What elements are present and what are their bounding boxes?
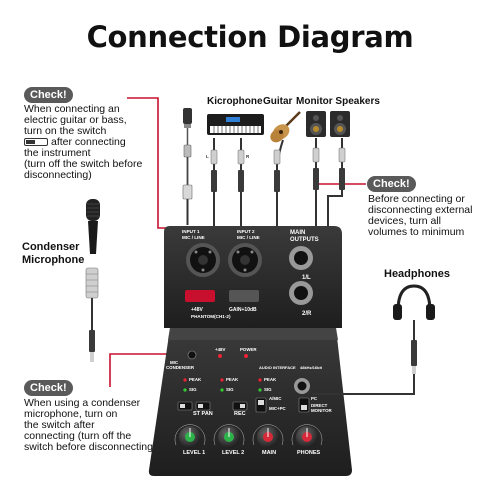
svg-text:LEVEL 1: LEVEL 1 [183, 450, 205, 456]
input2-jack[interactable] [228, 243, 262, 277]
rec-switch[interactable] [233, 402, 247, 410]
speaker-icon [306, 111, 350, 137]
led-power [244, 354, 248, 358]
main-knob[interactable] [257, 426, 279, 448]
svg-text:A/MIC: A/MIC [269, 396, 282, 401]
jack-cable-icon: L R [206, 138, 345, 226]
svg-text:PEAK: PEAK [189, 377, 202, 382]
mic-pc-switch[interactable] [256, 398, 266, 412]
svg-text:CONDENSER: CONDENSER [166, 365, 195, 370]
svg-text:R: R [246, 154, 250, 159]
input1-jack[interactable] [186, 243, 220, 277]
condenser-mic-icon [86, 199, 100, 362]
svg-text:L: L [206, 154, 209, 159]
mic-condenser-switch[interactable] [188, 351, 196, 359]
svg-text:PC: PC [311, 396, 318, 401]
direct-monitor-switch[interactable] [299, 398, 309, 412]
svg-text:+48V: +48V [191, 307, 203, 313]
headphones-icon [392, 286, 435, 394]
headphone-jack[interactable] [294, 378, 310, 394]
svg-text:2/R: 2/R [302, 311, 312, 317]
svg-text:1/L: 1/L [302, 275, 311, 281]
svg-text:INPUT 2: INPUT 2 [237, 229, 255, 234]
svg-text:POWER: POWER [240, 347, 257, 352]
svg-text:SIG: SIG [264, 387, 272, 392]
svg-text:ST PAN: ST PAN [193, 411, 213, 417]
keyboard-icon [207, 114, 264, 135]
svg-text:REC: REC [234, 411, 246, 417]
svg-text:PHANTOM(CH1-2): PHANTOM(CH1-2) [191, 314, 231, 319]
led-48v [218, 354, 222, 358]
svg-text:PEAK: PEAK [226, 377, 239, 382]
level1-knob[interactable] [179, 426, 201, 448]
gain-10db-button[interactable]: GAIN+10dB [229, 290, 259, 313]
svg-text:+48V: +48V [215, 347, 225, 352]
rear-panel: INPUT 1 MIC / LINE INPUT 2 MIC / LINE MA… [164, 226, 342, 328]
svg-text:INPUT 1: INPUT 1 [182, 229, 200, 234]
guitar-icon [268, 112, 300, 145]
svg-text:LEVEL 2: LEVEL 2 [222, 450, 244, 456]
svg-text:MIC / LINE: MIC / LINE [182, 235, 205, 240]
line-top-left [127, 98, 185, 228]
front-panel: MIC CONDENSER +48V POWER AUDIO INTERFACE… [149, 328, 352, 476]
svg-text:PHONES: PHONES [297, 450, 321, 456]
svg-text:MIC / LINE: MIC / LINE [237, 235, 260, 240]
svg-text:AUDIO INTERFACE: AUDIO INTERFACE [259, 365, 296, 370]
svg-text:MAIN: MAIN [290, 230, 305, 236]
usb-mic-icon [183, 108, 192, 225]
svg-text:MONITOR: MONITOR [311, 408, 332, 413]
main-out-l-jack[interactable] [289, 246, 313, 270]
level2-knob[interactable] [218, 426, 240, 448]
svg-text:48kHz/16bit: 48kHz/16bit [300, 365, 323, 370]
svg-text:OUTPUTS: OUTPUTS [290, 237, 319, 243]
svg-text:SIG: SIG [226, 387, 234, 392]
phones-knob[interactable] [296, 426, 318, 448]
svg-text:MIC+PC: MIC+PC [269, 406, 287, 411]
st-pan-switch[interactable] [196, 402, 210, 410]
svg-text:PEAK: PEAK [264, 377, 277, 382]
hi-z-switch[interactable] [178, 402, 192, 410]
svg-text:MAIN: MAIN [262, 450, 276, 456]
svg-text:GAIN+10dB: GAIN+10dB [229, 307, 257, 313]
svg-text:SIG: SIG [189, 387, 197, 392]
main-out-r-jack[interactable] [289, 281, 313, 305]
